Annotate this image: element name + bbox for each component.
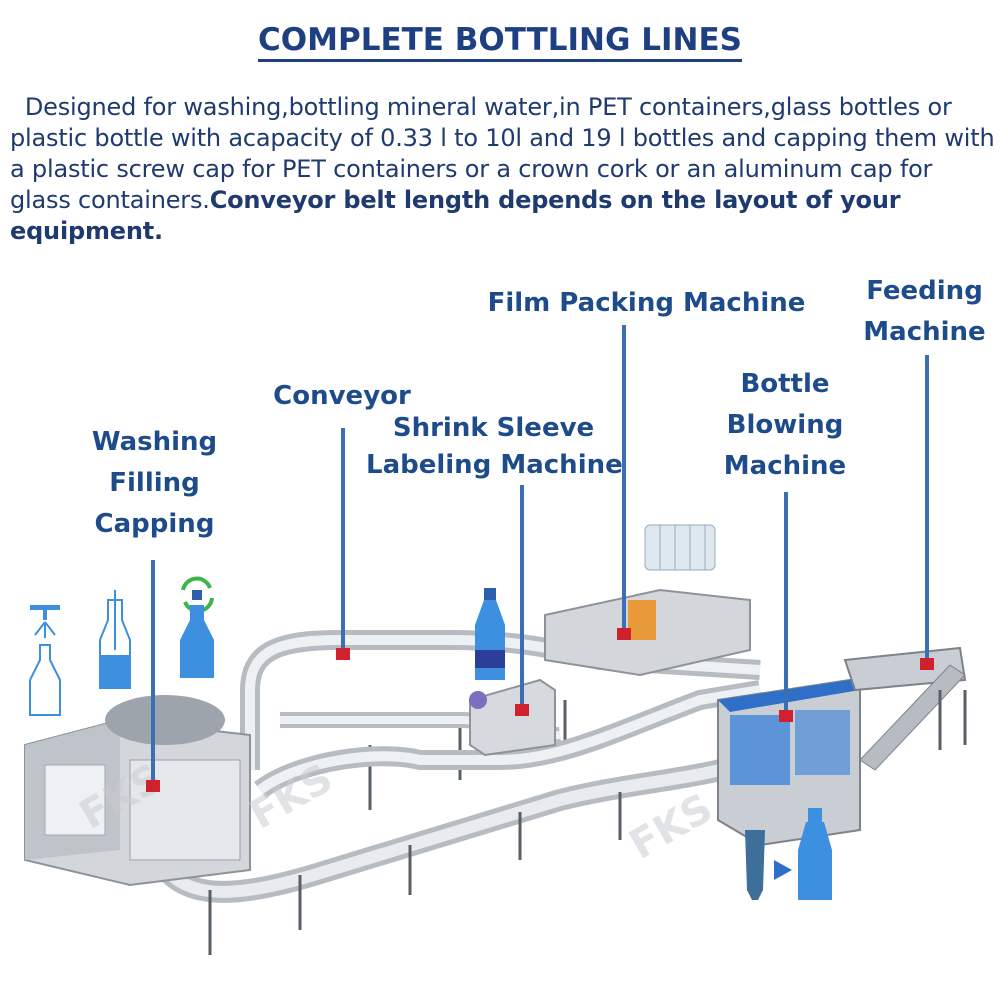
washing-filling-capping-machine bbox=[24, 695, 251, 887]
marker-film bbox=[617, 628, 631, 640]
page-title: COMPLETE BOTTLING LINES bbox=[0, 22, 1000, 62]
film-packing-machine bbox=[544, 524, 751, 677]
marker-feeding bbox=[920, 658, 934, 670]
label-washing-filling-capping: Washing Filling Capping bbox=[91, 427, 218, 539]
label-feeding: Feeding Machine bbox=[863, 276, 986, 347]
shrink-sleeve-labeling-machine bbox=[469, 678, 556, 757]
watermark-text: FKS bbox=[622, 785, 720, 868]
pointer-markers bbox=[146, 628, 934, 792]
description-text: Designed for washing,bottling mineral wa… bbox=[10, 93, 995, 214]
label-bottle-blowing: Bottle Blowing Machine bbox=[723, 369, 847, 481]
bottle-blowing-machine bbox=[717, 678, 861, 847]
feeding-machine bbox=[843, 646, 967, 771]
description-bold: Conveyor belt length depends on the layo… bbox=[10, 186, 901, 245]
capping-icon bbox=[180, 576, 214, 678]
description: Designed for washing,bottling mineral wa… bbox=[10, 92, 995, 247]
filling-icon bbox=[99, 590, 131, 689]
marker-blowing bbox=[779, 710, 793, 722]
pointer-lines bbox=[151, 325, 929, 785]
preform-to-bottle-icon bbox=[745, 808, 832, 900]
marker-shrink bbox=[515, 704, 529, 716]
product-bottle bbox=[475, 588, 505, 680]
marker-conveyor bbox=[336, 648, 350, 660]
label-shrink-sleeve: Shrink Sleeve Labeling Machine bbox=[366, 413, 623, 480]
bottle-pack bbox=[644, 524, 716, 571]
label-conveyor: Conveyor bbox=[273, 381, 411, 411]
washing-icon bbox=[29, 605, 61, 716]
marker-washing bbox=[146, 780, 160, 792]
label-film-packing: Film Packing Machine bbox=[487, 288, 806, 318]
